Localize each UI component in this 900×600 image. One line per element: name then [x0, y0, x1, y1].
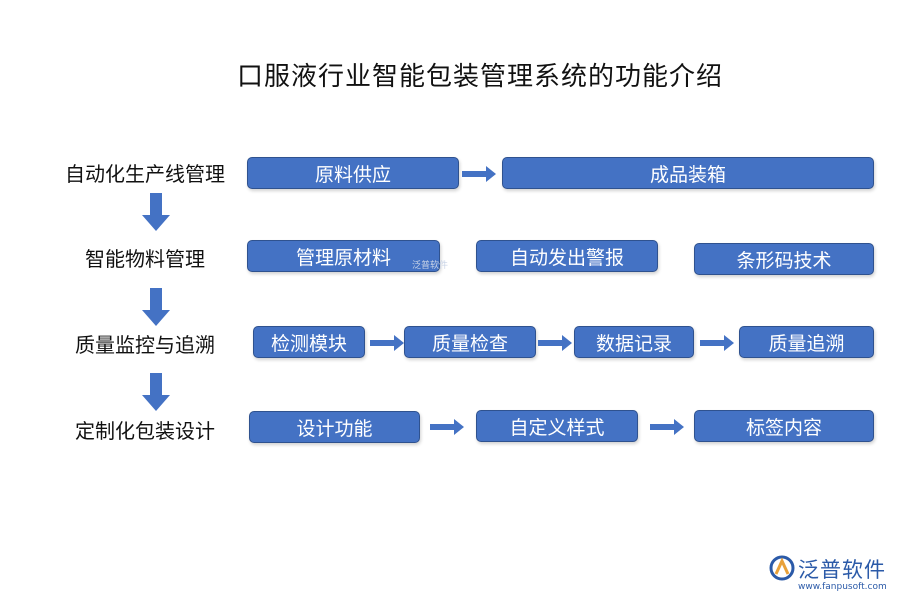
right-arrow-icon [538, 335, 572, 351]
box-design-function: 设计功能 [249, 411, 420, 443]
box-quality-trace: 质量追溯 [739, 326, 874, 358]
box-custom-style: 自定义样式 [476, 410, 638, 442]
box-data-record: 数据记录 [574, 326, 694, 358]
box-manage-raw-materials: 管理原材料 [247, 240, 440, 272]
brand-url: www.fanpusoft.com [798, 582, 887, 592]
watermark: 泛普软件 [412, 261, 449, 271]
box-quality-check: 质量检查 [404, 326, 536, 358]
box-finished-packing: 成品装箱 [502, 157, 874, 189]
right-arrow-icon [700, 335, 734, 351]
box-raw-material-supply: 原料供应 [247, 157, 459, 189]
right-arrow-icon [370, 335, 404, 351]
brand-name: 泛普软件 [798, 558, 886, 582]
right-arrow-icon [462, 166, 496, 182]
right-arrow-icon [650, 419, 684, 435]
down-arrow-icon [142, 288, 170, 326]
box-label-content: 标签内容 [694, 410, 874, 442]
row-label-quality: 质量监控与追溯 [75, 333, 215, 357]
brand-logo-block: 泛普软件 www.fanpusoft.com [768, 552, 894, 596]
box-auto-alert: 自动发出警报 [476, 240, 658, 272]
row-label-automation: 自动化生产线管理 [65, 162, 225, 186]
box-detection-module: 检测模块 [253, 326, 365, 358]
box-barcode-tech: 条形码技术 [694, 243, 874, 275]
down-arrow-icon [142, 373, 170, 411]
brand-logo-icon [769, 555, 795, 581]
down-arrow-icon [142, 193, 170, 231]
right-arrow-icon [430, 419, 464, 435]
row-label-custom-packaging: 定制化包装设计 [75, 419, 215, 443]
row-label-material: 智能物料管理 [85, 247, 205, 271]
page-title: 口服液行业智能包装管理系统的功能介绍 [236, 62, 723, 92]
